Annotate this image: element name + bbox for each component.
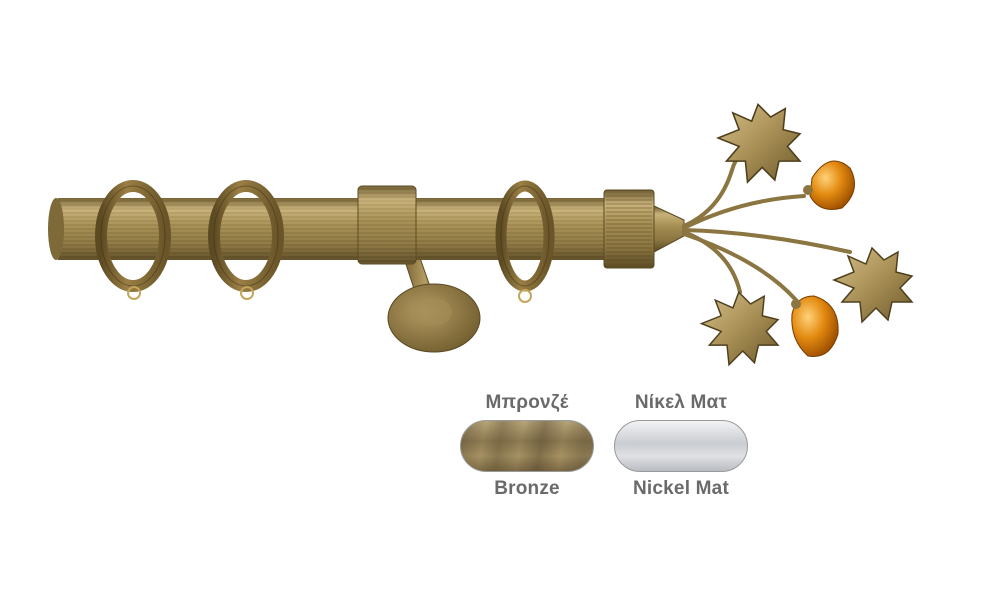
finish-swatch-bronze: Μπρονζέ Bronze (458, 392, 596, 500)
finish-label-english: Nickel Mat (633, 478, 729, 499)
leaf-icon (831, 246, 914, 324)
finish-label-english: Bronze (494, 478, 560, 499)
end-collar (603, 189, 685, 269)
leaf-icon (715, 102, 802, 184)
curtain-ring-icon (208, 180, 284, 300)
finish-label-greek: Νίκελ Ματ (634, 392, 728, 413)
bronze-swatch (460, 420, 594, 472)
curtain-ring-icon (495, 180, 555, 303)
wall-bracket-icon (387, 257, 481, 353)
leaf-icon (699, 290, 780, 367)
nickel-swatch (614, 420, 748, 472)
crystal-drop-icon (803, 160, 855, 210)
bracket-collar (357, 185, 417, 265)
finish-label-greek: Μπρονζέ (485, 392, 569, 413)
curtain-ring-icon (95, 180, 171, 300)
curtain-rod (48, 198, 608, 260)
crystal-drop-icon (791, 295, 839, 358)
finish-swatch-nickel: Νίκελ Ματ Nickel Mat (612, 392, 750, 500)
